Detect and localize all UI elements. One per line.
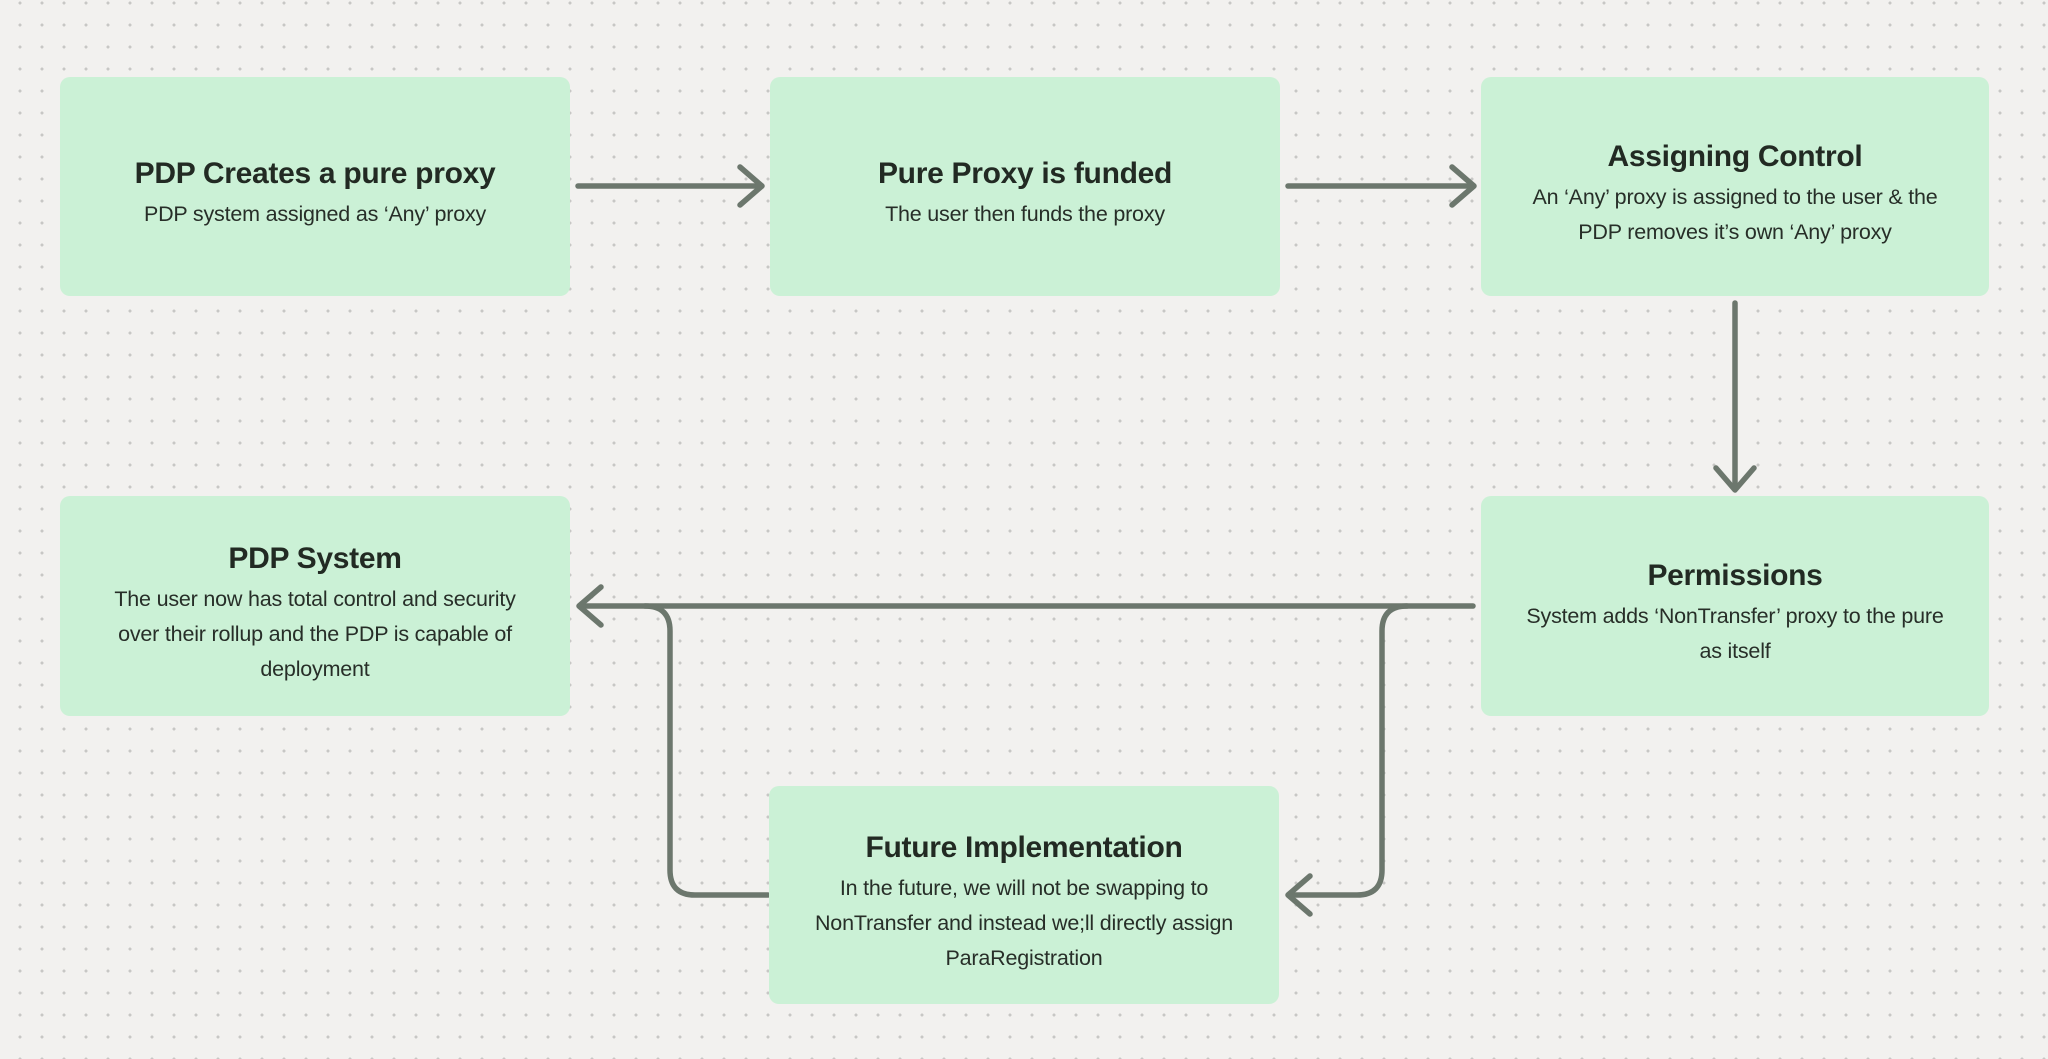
edge-permissions-to-future[interactable] [1285, 603, 1410, 917]
node-assigning-control[interactable]: Assigning Control An ‘Any’ proxy is assi… [1481, 77, 1989, 296]
arrowhead-left-icon [1285, 873, 1313, 917]
node-permissions[interactable]: Permissions System adds ‘NonTransfer’ pr… [1481, 496, 1989, 716]
node-title: PDP Creates a pure proxy [134, 157, 496, 190]
edge-permissions-to-pdp-system[interactable] [576, 584, 1476, 628]
node-future-implementation[interactable]: Future Implementation In the future, we … [769, 786, 1279, 1004]
node-description: In the future, we will not be swapping t… [814, 875, 1234, 970]
node-title: Assigning Control [1607, 139, 1863, 173]
node-description: PDP system assigned as ‘Any’ proxy [143, 202, 487, 226]
edge-creates-to-funded[interactable] [575, 164, 765, 208]
arrowhead-right-icon [737, 164, 765, 208]
node-pdp-system[interactable]: PDP System The user now has total contro… [60, 496, 570, 716]
node-title: Future Implementation [865, 830, 1183, 864]
node-title: PDP System [228, 541, 402, 575]
node-description: An ‘Any’ proxy is assigned to the user &… [1532, 184, 1938, 244]
edge-funded-to-assigning[interactable] [1285, 164, 1477, 208]
node-title: Pure Proxy is funded [877, 157, 1173, 190]
arrowhead-down-icon [1713, 465, 1757, 493]
node-description: System adds ‘NonTransfer’ proxy to the p… [1526, 604, 1944, 663]
arrowhead-left-icon [576, 584, 604, 628]
node-description: The user now has total control and secur… [114, 586, 516, 681]
arrowhead-right-icon [1449, 164, 1477, 208]
node-description: The user then funds the proxy [885, 202, 1165, 226]
edge-future-to-pdp-system[interactable] [642, 603, 771, 898]
node-pdp-creates-pure-proxy[interactable]: PDP Creates a pure proxy PDP system assi… [60, 77, 570, 296]
edge-assigning-to-permissions[interactable] [1713, 300, 1757, 493]
node-pure-proxy-funded[interactable]: Pure Proxy is funded The user then funds… [770, 77, 1280, 296]
node-title: Permissions [1647, 559, 1823, 592]
